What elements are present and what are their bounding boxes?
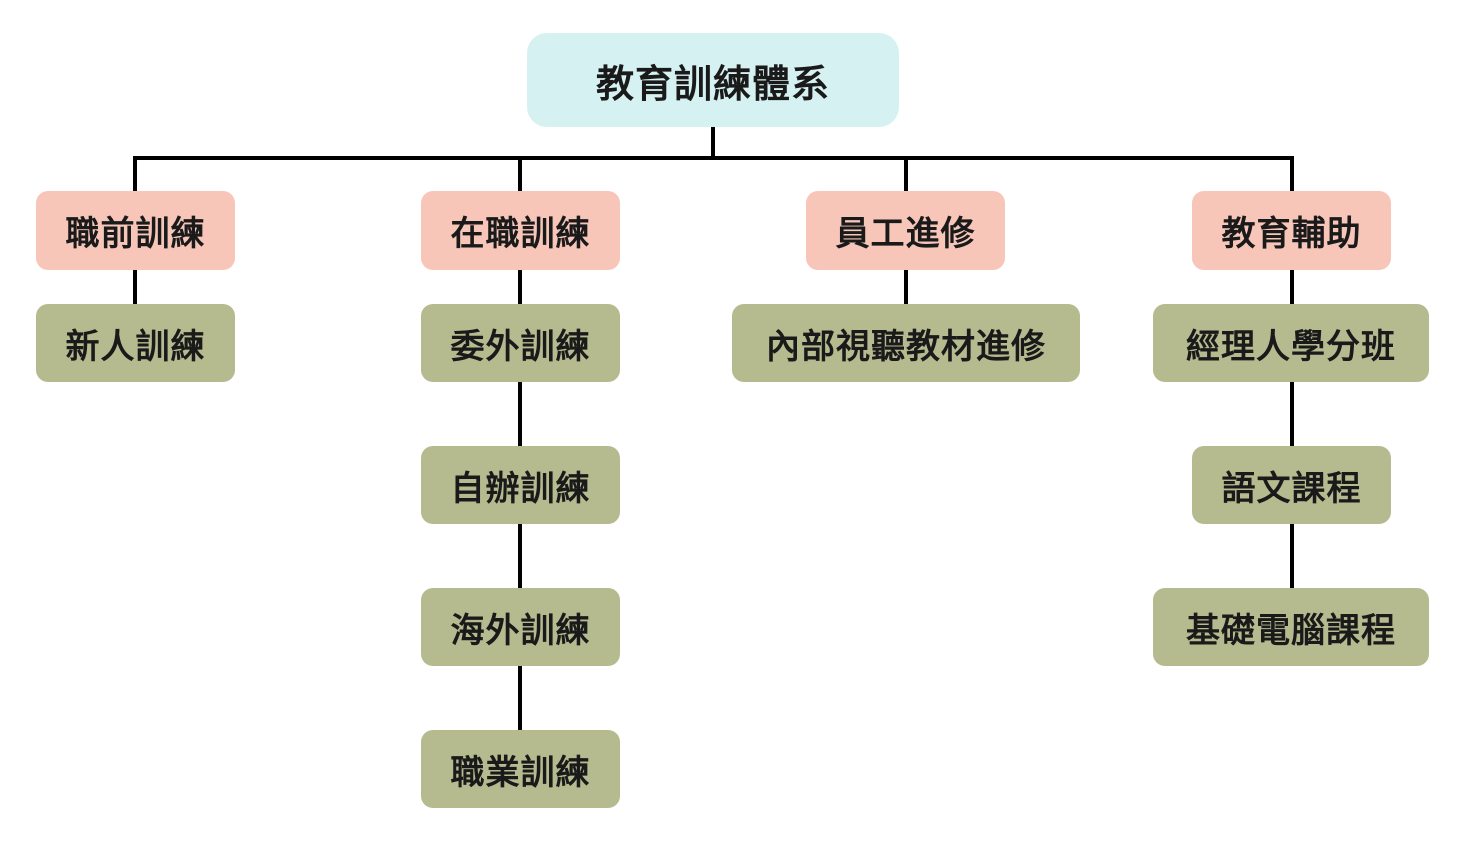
root-node: 教育訓練體系 — [527, 33, 899, 127]
leaf-label: 基礎電腦課程 — [1186, 610, 1396, 651]
leaf-node: 經理人學分班 — [1153, 304, 1429, 382]
category-node-4: 教育輔助 — [1192, 191, 1391, 270]
connector-col3-a — [904, 270, 908, 304]
leaf-node: 海外訓練 — [421, 588, 620, 666]
category-label: 員工進修 — [835, 214, 976, 254]
connector-col4-a — [1290, 270, 1294, 304]
leaf-node: 內部視聽教材進修 — [732, 304, 1080, 382]
leaf-node: 新人訓練 — [36, 304, 235, 382]
connector-col2-b — [518, 382, 522, 446]
leaf-label: 職業訓練 — [450, 752, 591, 793]
category-node-1: 職前訓練 — [36, 191, 235, 270]
leaf-label: 新人訓練 — [65, 326, 206, 367]
leaf-label: 內部視聽教材進修 — [766, 326, 1046, 367]
leaf-node: 職業訓練 — [421, 730, 620, 808]
connector-drop-3 — [904, 156, 908, 192]
connector-col4-c — [1290, 524, 1294, 588]
connector-root-stem — [711, 127, 715, 160]
category-label: 教育輔助 — [1221, 214, 1362, 254]
connector-horizontal-bus — [133, 156, 1294, 160]
category-node-2: 在職訓練 — [421, 191, 620, 270]
connector-col4-b — [1290, 382, 1294, 446]
connector-col2-c — [518, 524, 522, 588]
leaf-label: 自辦訓練 — [450, 468, 591, 509]
connector-drop-2 — [518, 156, 522, 192]
leaf-node: 自辦訓練 — [421, 446, 620, 524]
leaf-label: 經理人學分班 — [1186, 326, 1396, 367]
leaf-label: 語文課程 — [1221, 468, 1362, 509]
leaf-label: 海外訓練 — [450, 610, 591, 651]
root-label: 教育訓練體系 — [595, 61, 830, 106]
connector-drop-4 — [1290, 156, 1294, 192]
leaf-node: 委外訓練 — [421, 304, 620, 382]
connector-col2-d — [518, 666, 522, 730]
leaf-label: 委外訓練 — [450, 326, 591, 367]
connector-col2-a — [518, 270, 522, 304]
leaf-node: 語文課程 — [1192, 446, 1391, 524]
category-node-3: 員工進修 — [806, 191, 1005, 270]
leaf-node: 基礎電腦課程 — [1153, 588, 1429, 666]
category-label: 職前訓練 — [65, 214, 206, 254]
connector-col1-a — [133, 270, 137, 304]
connector-drop-1 — [133, 156, 137, 192]
category-label: 在職訓練 — [450, 214, 591, 254]
